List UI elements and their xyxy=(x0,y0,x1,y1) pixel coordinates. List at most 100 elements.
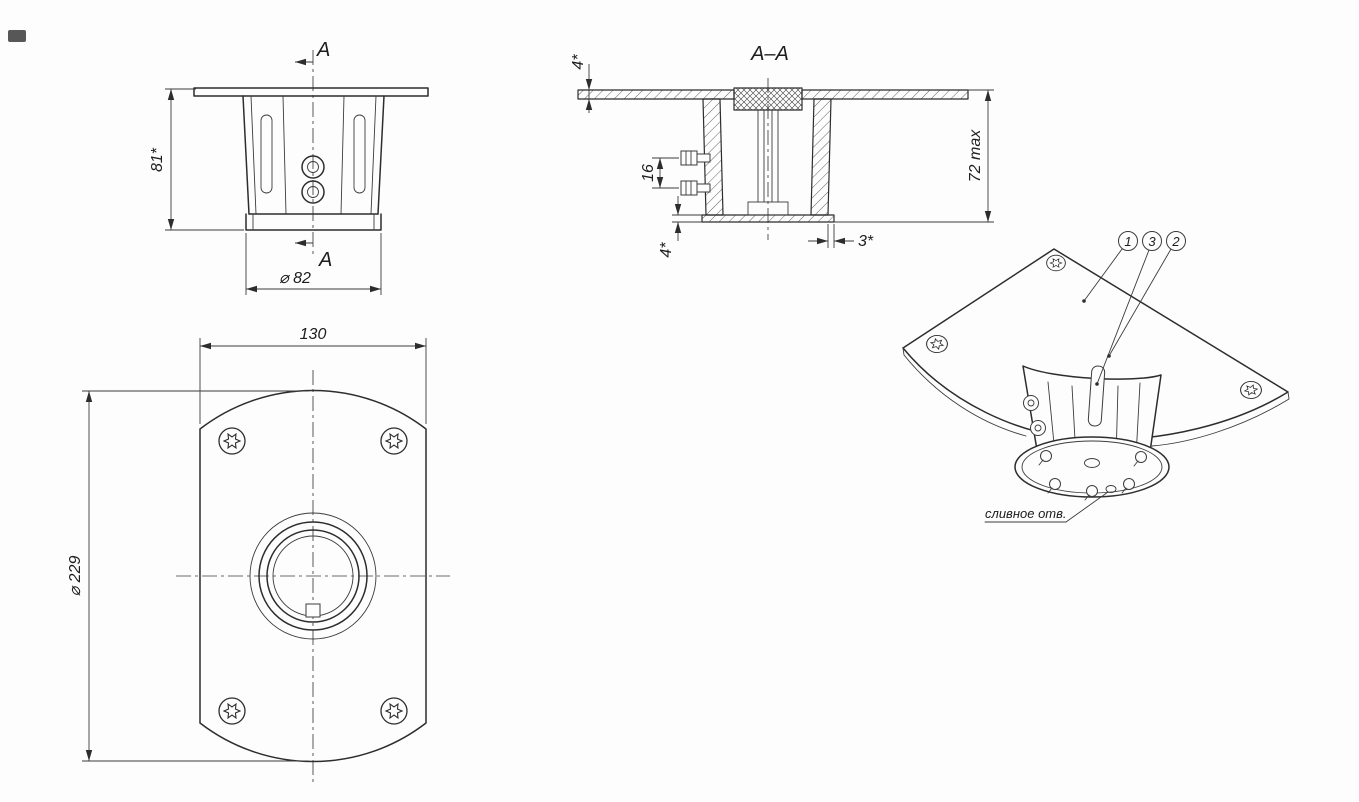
callout-3: 3 xyxy=(1095,231,1162,386)
dim-outer-diameter-229: ⌀ 229 xyxy=(67,390,309,762)
bottom-view: 130 ⌀ 229 xyxy=(67,326,450,782)
section-cap-insert xyxy=(733,87,803,111)
iso-side-screw-lower-inner xyxy=(1034,424,1042,432)
callout-3-dot xyxy=(1095,382,1099,386)
front-hole-upper-inner xyxy=(307,161,319,173)
base-screw-tail xyxy=(1084,494,1090,501)
callout-3-leader xyxy=(1096,249,1150,385)
dim-edge-offset-3: 3* xyxy=(808,224,874,250)
dim-extensions xyxy=(199,338,427,424)
dim-flat-width-130: 130 xyxy=(199,326,427,424)
section-flange-left xyxy=(577,89,735,100)
screw-head-facets xyxy=(685,150,692,166)
dim-flange-thickness-4: 4* xyxy=(570,54,593,113)
section-base-plate xyxy=(701,214,835,223)
iso-center-hole xyxy=(1084,458,1100,468)
callout-1-label: 1 xyxy=(1124,234,1131,249)
section-stem-foot xyxy=(747,201,789,216)
section-cut-mark-top: A xyxy=(295,39,330,66)
section-title: A–A xyxy=(750,43,789,65)
front-body-ribs xyxy=(250,95,377,215)
drain-label-leader xyxy=(1065,491,1109,523)
clamp-screw-top xyxy=(680,150,711,166)
front-slot-right xyxy=(353,114,366,194)
drain-hole xyxy=(1105,485,1117,493)
front-slot-left xyxy=(260,114,273,194)
center-bore xyxy=(266,529,360,623)
dim-overall-height-label: 72 max xyxy=(967,129,984,182)
dim-bolt-spacing-16: 16 xyxy=(640,157,679,189)
section-wall-right xyxy=(810,98,832,216)
dim-extensions xyxy=(672,214,702,223)
dim-height-label: 81* xyxy=(149,147,166,172)
screw-head xyxy=(680,150,698,166)
callout-2: 2 xyxy=(1107,231,1186,358)
base-screw xyxy=(1135,451,1147,463)
front-flange xyxy=(193,87,429,97)
center-key-notch xyxy=(305,603,321,618)
iso-side-screw-upper xyxy=(1023,395,1039,411)
screw-shank xyxy=(696,183,711,193)
dim-bolt-spacing-label: 16 xyxy=(640,164,657,182)
callout-1-leader xyxy=(1083,248,1123,302)
callout-3-label: 3 xyxy=(1148,234,1156,249)
dim-extensions xyxy=(82,390,309,762)
section-view: A–A 4* 16 xyxy=(570,43,994,258)
torx-screw-iso-top xyxy=(1046,254,1066,272)
section-label-top: A xyxy=(316,39,330,61)
screw-shank xyxy=(696,153,711,163)
callout-2-balloon xyxy=(1166,231,1186,251)
base-screw xyxy=(1123,478,1135,490)
base-screw xyxy=(1040,450,1052,462)
callout-1-balloon xyxy=(1118,231,1138,251)
drain-hole-label: сливное отв. xyxy=(985,506,1067,521)
dim-extensions xyxy=(827,224,835,248)
dim-outer-diameter-label: ⌀ 229 xyxy=(67,556,84,597)
front-base-ribs xyxy=(252,213,375,231)
dim-base-label: ⌀ 82 xyxy=(279,270,311,287)
iso-side-screw-lower xyxy=(1030,420,1046,436)
center-boss-ring xyxy=(258,521,368,631)
base-screw-tail xyxy=(1133,460,1139,467)
center-boss-outer xyxy=(249,512,377,640)
torx-screw-bottom-right xyxy=(380,697,408,725)
section-flange-right xyxy=(801,89,969,100)
front-hole-lower xyxy=(301,180,325,204)
section-cut-mark-bottom: A xyxy=(295,239,332,271)
torx-screw-bottom-left xyxy=(218,697,246,725)
iso-slot xyxy=(1087,365,1106,427)
dim-base-thickness-4: 4* xyxy=(658,196,702,258)
dim-base-diameter-82: ⌀ 82 xyxy=(245,233,382,295)
torx-screw-top-right xyxy=(380,427,408,455)
dim-extensions xyxy=(652,157,679,189)
dim-height-extensions xyxy=(165,88,244,231)
section-inner-stem xyxy=(757,109,779,203)
dim-overall-height-72: 72 max xyxy=(834,89,994,223)
screw-head xyxy=(680,180,698,196)
screw-head-facets xyxy=(685,180,692,196)
base-screw-tail xyxy=(1047,487,1053,494)
callout-3-balloon xyxy=(1142,231,1162,251)
front-base xyxy=(245,213,382,231)
dim-flange-thickness-label: 4* xyxy=(570,54,587,70)
dim-flat-width-label: 130 xyxy=(300,326,327,343)
front-body-outline xyxy=(242,95,385,215)
base-screw xyxy=(1086,485,1098,497)
section-label-bottom: A xyxy=(318,249,332,271)
callout-2-dot xyxy=(1107,354,1111,358)
front-hole-upper xyxy=(301,155,325,179)
iso-cylinder-ribs xyxy=(1047,381,1141,460)
dim-height-81: 81* xyxy=(149,88,244,231)
base-screw-tail xyxy=(1121,487,1127,494)
iso-plate-thickness xyxy=(902,347,1290,447)
front-hole-lower-inner xyxy=(307,186,319,198)
dim-base-extensions xyxy=(245,233,382,295)
dim-base-thickness-label: 4* xyxy=(658,242,675,258)
clamp-screw-bottom xyxy=(680,180,711,196)
bottom-plate-outline xyxy=(199,389,427,763)
callout-1-dot xyxy=(1082,299,1086,303)
iso-base-screws xyxy=(1038,450,1147,501)
iso-side-screw-upper-inner xyxy=(1027,399,1035,407)
